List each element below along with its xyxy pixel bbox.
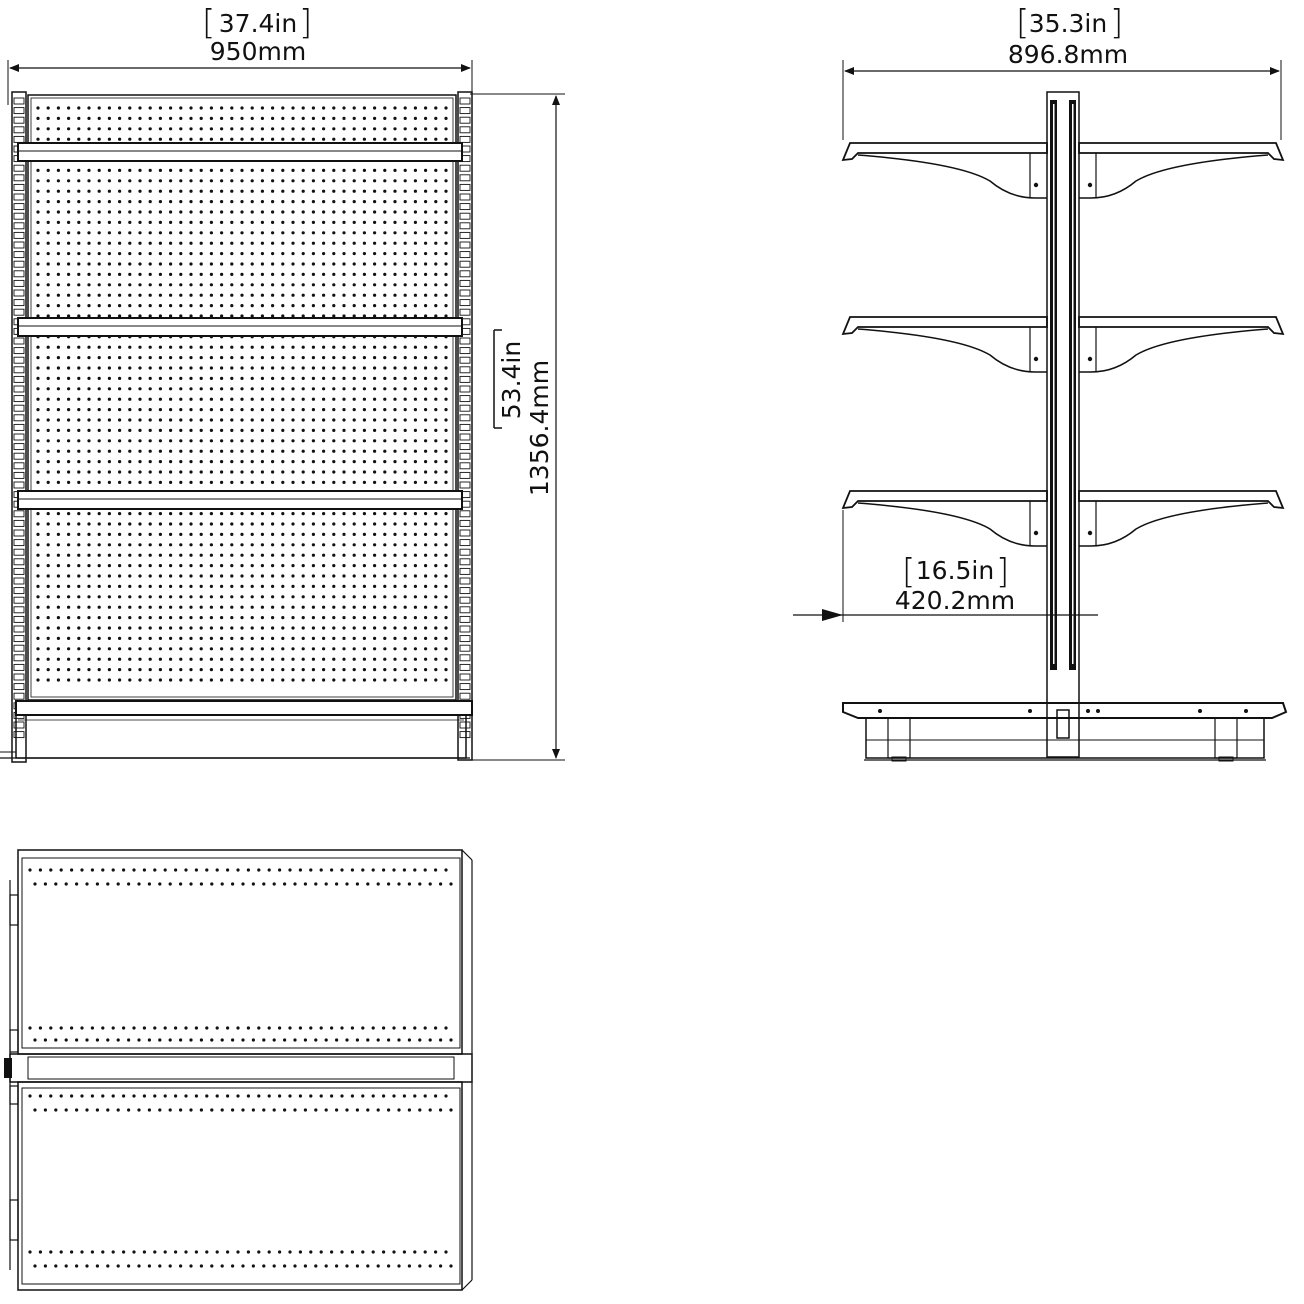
svg-text:[: [ [1016,3,1029,43]
front-shelf-2 [17,317,463,337]
top-view-holes [28,868,453,1268]
front-height-imperial: 53.4in [497,341,526,419]
side-central-upright [1046,91,1080,758]
front-shelf-3 [17,490,463,510]
top-center-spine [4,1053,473,1083]
front-left-upright [11,91,27,763]
side-shelf-3 [841,490,1285,547]
front-height-metric: 1356.4mm [525,360,554,496]
front-width-imperial: 37.4in [219,9,297,38]
shelf-depth-metric: 420.2mm [895,586,1015,615]
svg-text:]: ] [299,3,312,43]
side-width-dimension: [ 35.3in ] 896.8mm [842,3,1282,140]
pegboard-panel [27,94,457,701]
side-base [842,702,1288,762]
front-view: [ 37.4in ] 950mm 1356.4mm 53.4in [0,3,565,763]
top-side-clips [9,880,19,1270]
side-width-imperial: 35.3in [1029,9,1107,38]
side-view: [ 35.3in ] 896.8mm [ 16.5in ] 420.2mm [793,3,1288,762]
front-width-metric: 950mm [210,37,306,66]
side-shelf-1 [841,142,1285,199]
front-width-dimension: [ 37.4in ] 950mm [7,3,473,105]
front-height-dimension: 1356.4mm 53.4in [470,93,565,761]
top-upper-deck [17,849,473,1055]
svg-text:[: [ [202,3,215,43]
front-right-upright [457,91,473,761]
svg-text:[: [ [902,552,915,592]
shelf-depth-dimension: [ 16.5in ] 420.2mm [793,510,1098,622]
svg-text:]: ] [1110,3,1123,43]
side-width-metric: 896.8mm [1008,40,1128,69]
svg-text:]: ] [996,552,1009,592]
pegboard-holes [36,106,448,682]
front-shelf-1 [17,142,463,162]
shelf-depth-imperial: 16.5in [916,556,994,585]
top-lower-deck [17,1081,473,1291]
side-shelf-2 [841,316,1285,373]
front-base [0,700,473,759]
top-view [4,849,473,1291]
